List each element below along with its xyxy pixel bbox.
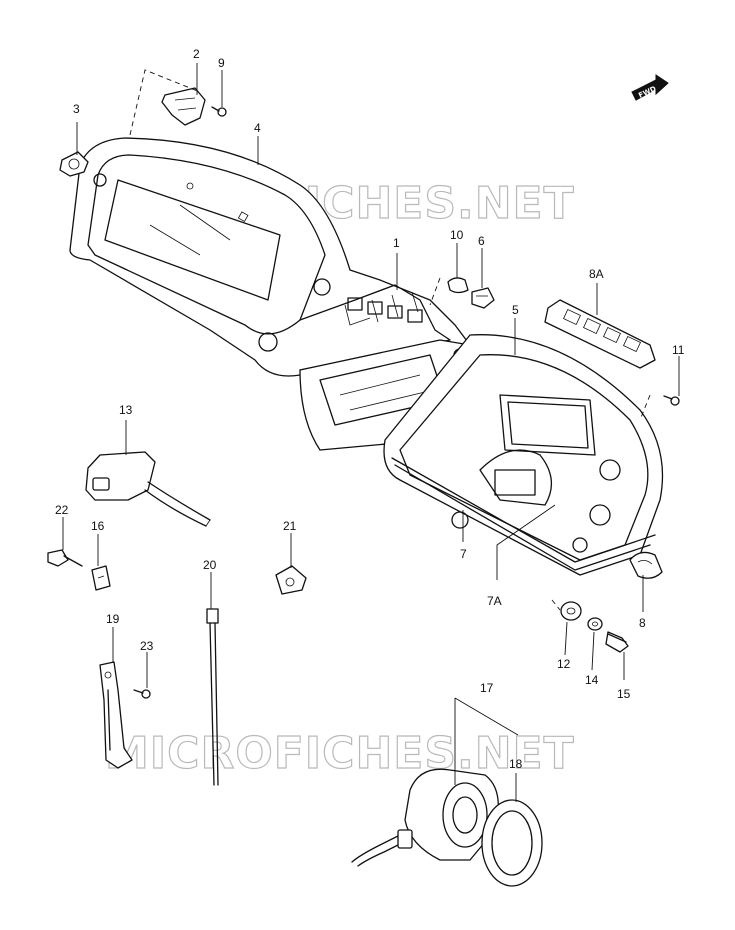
screw-part-9: [211, 106, 227, 117]
label-part-8: 8: [639, 616, 646, 630]
socket-part-17: [351, 768, 499, 867]
meter-lower-case-part-7: [383, 334, 664, 576]
label-part-10: 10: [450, 228, 464, 242]
label-part-4: 4: [254, 121, 261, 135]
meter-cover-part-4: [69, 137, 471, 377]
part-labels: 2 9 3 4 1 10 6 8A 5 11 13 7 7A 8 12 14 1…: [55, 47, 685, 771]
watermark-bottom: MICROFICHES.NET: [105, 728, 575, 779]
label-part-18: 18: [509, 757, 523, 771]
label-part-3: 3: [73, 102, 80, 116]
screw-part-23: [133, 689, 151, 699]
socket-part-6: [471, 287, 495, 309]
grommet-part-8: [629, 551, 663, 579]
label-part-17: 17: [480, 681, 494, 695]
ring-part-18: [481, 799, 543, 887]
label-part-14: 14: [585, 673, 599, 687]
bracket-part-2: [161, 87, 206, 126]
fwd-label: FWD: [637, 85, 657, 100]
label-part-2: 2: [193, 47, 200, 61]
label-part-5: 5: [512, 303, 519, 317]
clip-part-16: [91, 565, 111, 591]
label-part-13: 13: [119, 403, 133, 417]
bulb-part-10: [447, 277, 469, 294]
screw-part-11: [663, 395, 680, 406]
label-part-7A: 7A: [487, 594, 502, 608]
label-part-12: 12: [557, 657, 571, 671]
label-part-6: 6: [478, 234, 485, 248]
leader-lines: [62, 63, 680, 802]
label-part-15: 15: [617, 687, 631, 701]
washer-part-14: [587, 617, 603, 631]
bolt-part-22: [47, 549, 83, 567]
stay-part-19: [99, 661, 133, 769]
label-part-16: 16: [91, 519, 105, 533]
cable-tie-part-20: [206, 608, 219, 786]
indicator-lens-part-8A: [544, 299, 656, 369]
label-part-1: 1: [393, 236, 400, 250]
label-part-7: 7: [460, 547, 467, 561]
clamp-part-21: [275, 565, 307, 595]
sensor-part-13: [85, 451, 211, 527]
label-part-11: 11: [672, 343, 685, 357]
cushion-part-12: [560, 601, 582, 621]
label-part-20: 20: [203, 558, 217, 572]
label-part-22: 22: [55, 503, 69, 517]
label-part-21: 21: [283, 519, 297, 533]
label-part-23: 23: [140, 639, 154, 653]
label-part-8A: 8A: [589, 267, 604, 281]
label-part-19: 19: [106, 612, 120, 626]
fwd-arrow-icon: FWD: [631, 74, 669, 101]
bolt-part-15: [605, 631, 629, 653]
label-part-9: 9: [218, 56, 225, 70]
grommet-part-3: [59, 151, 89, 177]
